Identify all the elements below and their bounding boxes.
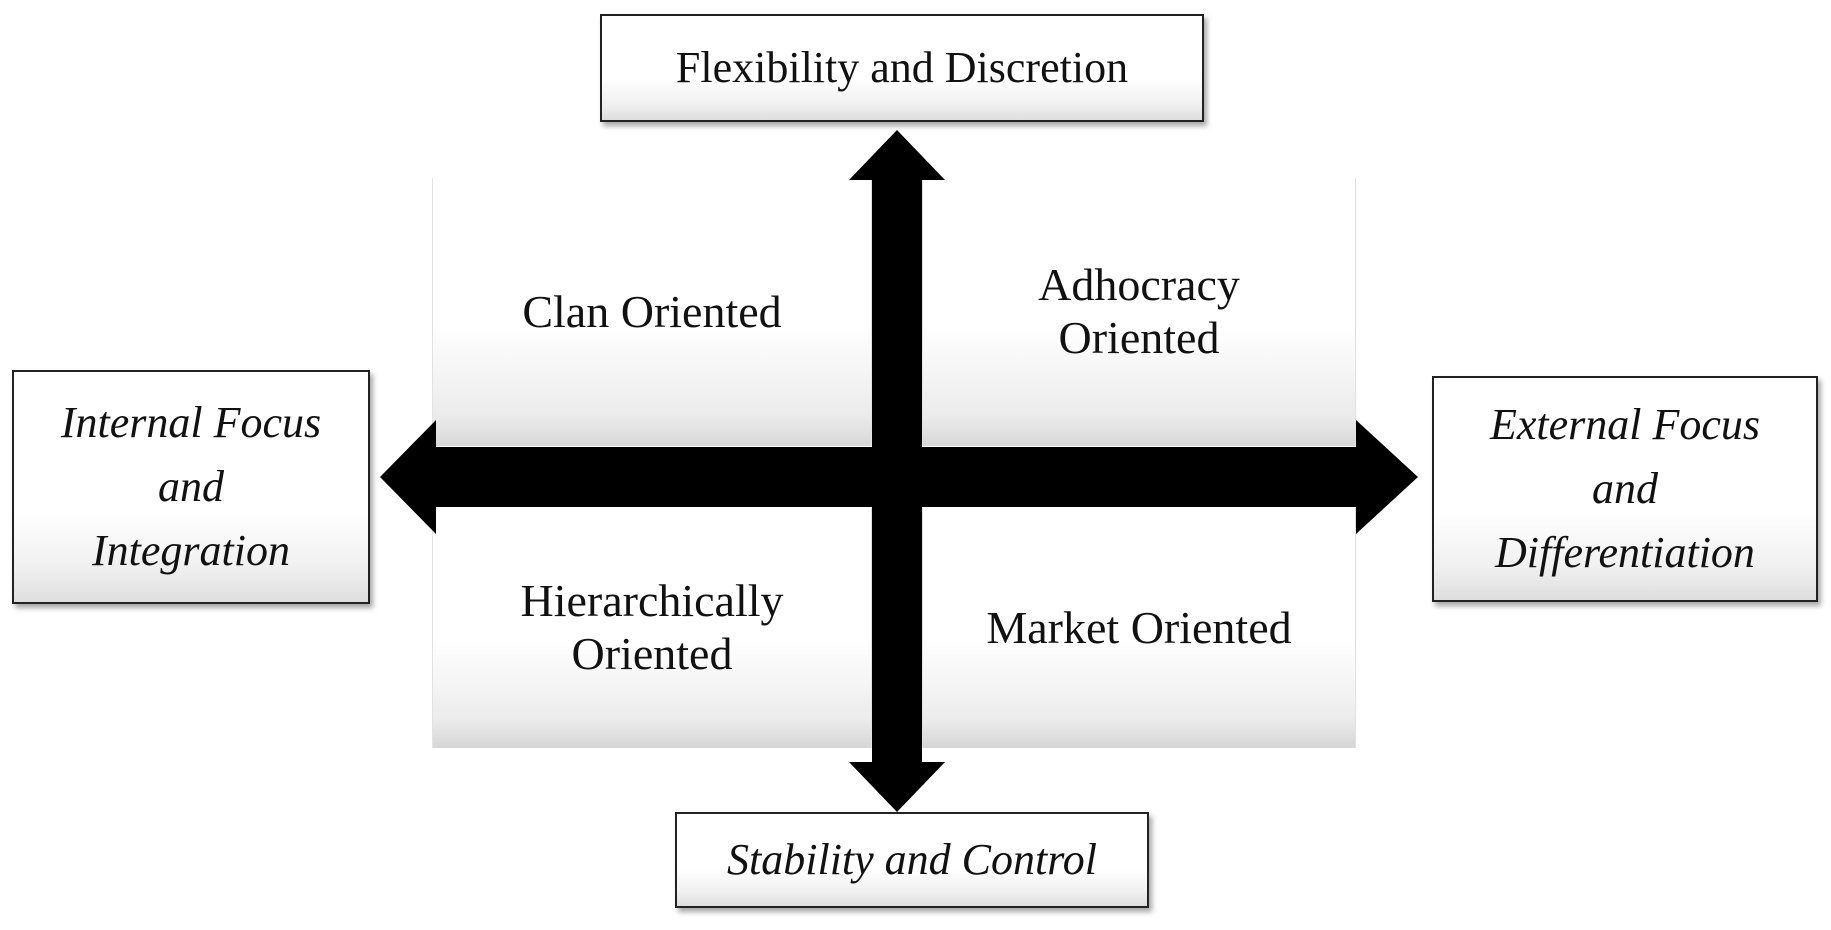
horizontal-double-arrow <box>380 420 1418 534</box>
axis-label-right: External Focus and Differentiation <box>1432 376 1818 602</box>
axis-label-left: Internal Focus and Integration <box>12 370 370 604</box>
axis-label-top-text: Flexibility and Discretion <box>675 43 1129 93</box>
quadrant-clan: Clan Oriented <box>432 178 872 446</box>
axis-label-bottom-text: Stability and Control <box>727 835 1097 885</box>
axis-label-left-text: Internal Focus and Integration <box>60 398 322 575</box>
quadrant-adhocracy-label: Adhocracy Oriented <box>1038 259 1240 363</box>
quadrant-hierarchy-label: Hierarchically Oriented <box>520 575 784 679</box>
quadrant-hierarchy: Hierarchically Oriented <box>432 508 872 748</box>
quadrant-clan-label: Clan Oriented <box>522 285 782 337</box>
quadrant-market: Market Oriented <box>922 508 1356 748</box>
axis-label-bottom: Stability and Control <box>675 812 1149 908</box>
quadrant-market-label: Market Oriented <box>986 601 1292 653</box>
axis-label-top: Flexibility and Discretion <box>600 14 1204 122</box>
quadrant-adhocracy: Adhocracy Oriented <box>922 178 1356 446</box>
axis-label-right-text: External Focus and Differentiation <box>1489 400 1761 577</box>
